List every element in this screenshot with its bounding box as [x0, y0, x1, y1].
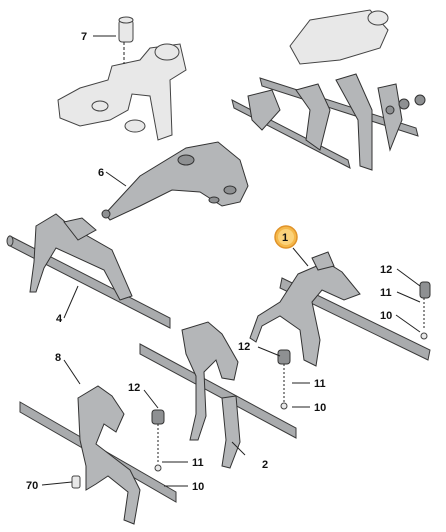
- callout-11-top: 11: [380, 287, 392, 299]
- callout-70: 70: [26, 480, 38, 492]
- callout-6: 6: [98, 167, 104, 179]
- part-8-rod-fork: [19, 385, 177, 525]
- callout-10-bottom: 10: [192, 481, 204, 493]
- callout-2: 2: [262, 459, 268, 471]
- part-4-rod-fork: [6, 213, 171, 329]
- leader-lines: [41, 35, 421, 487]
- callout-11-bottom: 11: [192, 457, 204, 469]
- part-2-rod-fork: [139, 321, 297, 469]
- callout-7: 7: [81, 31, 87, 43]
- callout-1: 1: [282, 232, 288, 244]
- callout-10-mid: 10: [314, 402, 326, 414]
- callout-8: 8: [55, 352, 61, 364]
- assembled-view: [231, 9, 426, 171]
- highlight-ring-inner: [278, 229, 294, 245]
- callout-4: 4: [56, 313, 63, 325]
- callout-11-mid: 11: [314, 378, 326, 390]
- part-1-rod-fork: [249, 251, 431, 367]
- callout-12-mid: 12: [238, 341, 250, 353]
- callout-labels: 7 6 4 1 12 11 10 8 12 11 10 2 12 11 10 7…: [26, 31, 392, 493]
- callout-10-top: 10: [380, 310, 392, 322]
- part-6-selector-plate: [101, 141, 249, 221]
- callout-12-bottom: 12: [128, 382, 140, 394]
- part-7-housing-bracket: [57, 16, 187, 141]
- callout-12-top: 12: [380, 264, 392, 276]
